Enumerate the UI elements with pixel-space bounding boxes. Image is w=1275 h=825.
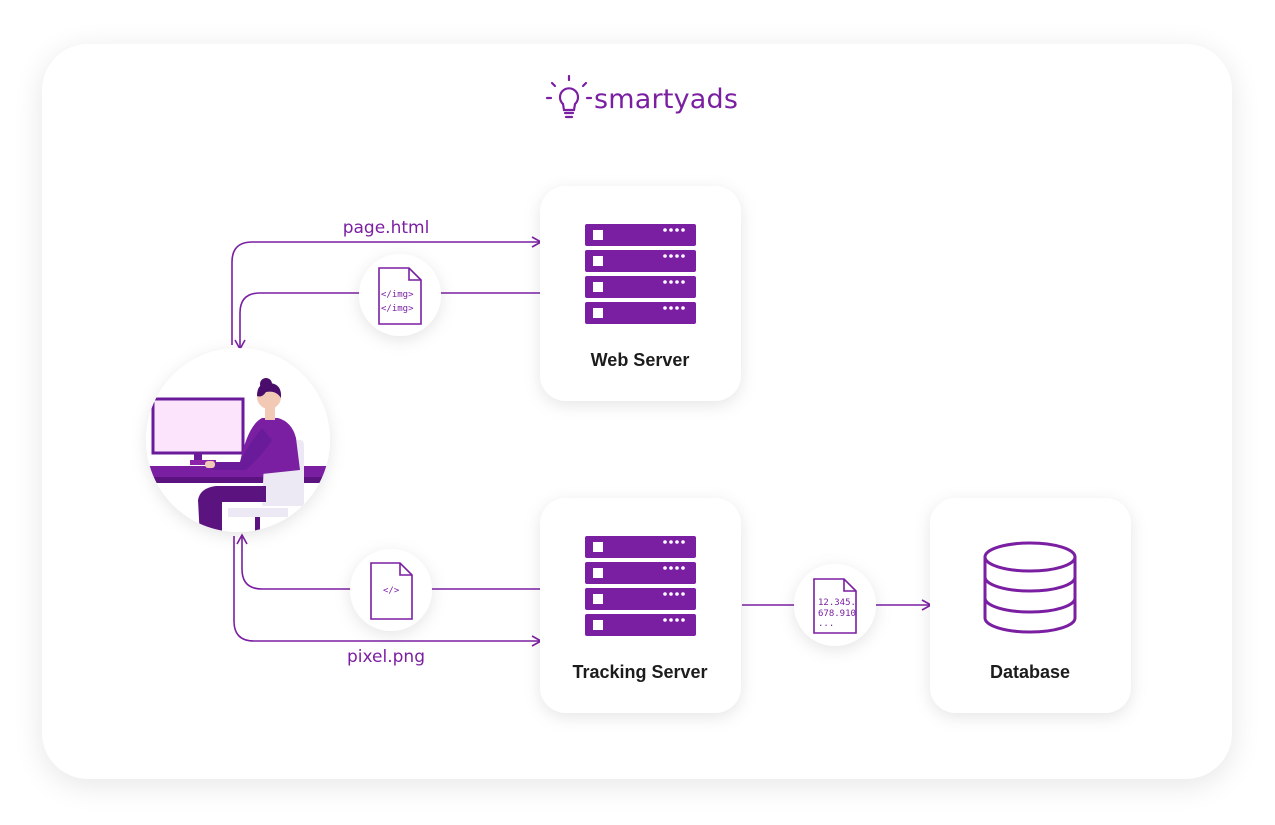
database-label: Database xyxy=(989,662,1071,682)
tracking-server-label: Tracking Server xyxy=(572,662,708,682)
img-tag-line-2: </img> xyxy=(381,304,414,314)
code-response-arrowhead xyxy=(236,533,248,545)
user-at-computer-icon xyxy=(146,378,330,532)
data-line-1: 12.345. xyxy=(818,598,856,608)
page-request-line xyxy=(231,241,540,345)
data-line-2: 678.910 xyxy=(818,609,856,619)
server-rack-icon xyxy=(585,536,696,636)
page-request-label: page.html xyxy=(342,218,430,238)
code-file-icon xyxy=(370,562,413,620)
database-icon xyxy=(983,541,1077,634)
pixel-request-line xyxy=(233,536,540,642)
html-response-line xyxy=(239,292,540,348)
brand-name: smartyads xyxy=(594,84,739,115)
pixel-request-label: pixel.png xyxy=(347,647,425,667)
data-line-3: ... xyxy=(818,619,835,629)
web-server-label: Web Server xyxy=(590,350,690,370)
data-file-icon xyxy=(813,578,857,634)
code-file-icon xyxy=(378,267,422,325)
code-response-line xyxy=(241,536,540,590)
server-rack-icon xyxy=(585,224,696,324)
database-box xyxy=(930,498,1131,713)
img-tag-line-1: </img> xyxy=(381,290,414,300)
code-tag-text: </> xyxy=(383,586,400,596)
lightbulb-icon xyxy=(545,74,593,119)
